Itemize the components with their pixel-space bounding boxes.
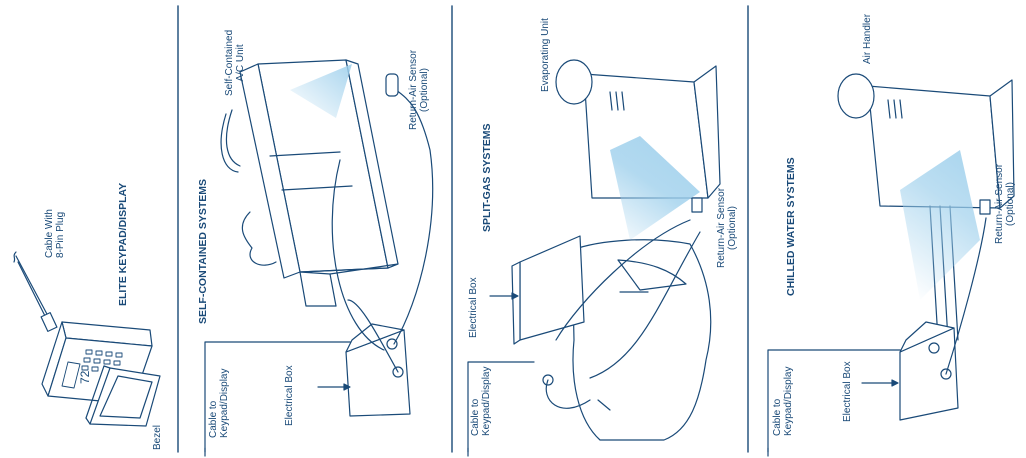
keypad-illustration (13, 251, 161, 427)
return-air-sensor-label: Return-Air Sensor (Optional) (994, 163, 1016, 244)
airflow-arrow (290, 64, 352, 118)
airflow-arrow (610, 136, 700, 240)
ac-unit-label: Self-Contained A/C Unit (224, 29, 246, 96)
split-gas-heading: SPLIT-GAS SYSTEMS (481, 123, 493, 232)
air-handler-label: Air Handler (862, 13, 873, 64)
return-air-sensor-label: Return-Air Sensor (Optional) (408, 49, 430, 130)
electrical-box-label: Electrical Box (284, 365, 295, 426)
electrical-box-label: Electrical Box (468, 277, 479, 338)
split-gas-illustration (467, 59, 721, 457)
return-air-sensor-label: Return-Air Sensor (Optional) (716, 187, 738, 268)
display-reading: 72 (78, 370, 92, 384)
cable-to-keypad-label: Cable to Keypad/Display (208, 368, 230, 438)
chilled-water-illustration (767, 73, 1015, 457)
cable-to-keypad-label: Cable to Keypad/Display (470, 366, 492, 436)
self-contained-heading: SELF-CONTAINED SYSTEMS (197, 178, 209, 324)
chilled-water-heading: CHILLED WATER SYSTEMS (785, 157, 797, 296)
airflow-arrow (900, 150, 980, 300)
cable-to-keypad-label: Cable to Keypad/Display (772, 366, 794, 436)
evaporating-unit-label: Evaporating Unit (540, 18, 551, 92)
bezel-label: Bezel (152, 424, 163, 450)
electrical-box-label: Electrical Box (842, 361, 853, 422)
self-contained-illustration (204, 59, 434, 457)
cable-plug-label: Cable With 8-Pin Plug (44, 209, 66, 258)
elite-keypad-heading: ELITE KEYPAD/DISPLAY (117, 182, 129, 306)
